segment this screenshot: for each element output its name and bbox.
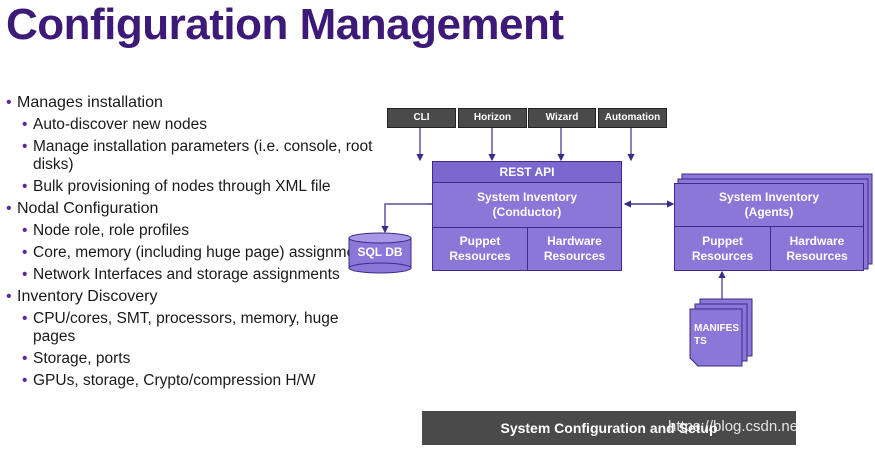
bullet-list: Manages installation Auto-discover new n…: [6, 90, 376, 390]
sub-bullet-item: Bulk provisioning of nodes through XML f…: [6, 178, 376, 196]
conductor-box: System Inventory (Conductor): [432, 182, 622, 228]
arrow-sqldb: [381, 203, 432, 234]
cli-button: CLI: [387, 108, 456, 128]
sub-bullet-item: Network Interfaces and storage assignmen…: [6, 266, 376, 284]
section-banner: System Configuration and Setup: [422, 411, 796, 445]
rest-api-box: REST API: [432, 161, 622, 183]
cli-label: CLI: [413, 112, 430, 123]
horizon-label: Horizon: [473, 112, 512, 123]
manifests-label: MANIFES TS: [694, 323, 739, 347]
sub-bullet-item: CPU/cores, SMT, processors, memory, huge…: [6, 310, 376, 346]
agents-puppet-box: Puppet Resources: [674, 226, 771, 271]
agents-box: System Inventory (Agents): [674, 183, 864, 227]
sub-bullet-item: GPUs, storage, Crypto/compression H/W: [6, 372, 376, 390]
sub-bullet-item: Manage installation parameters (i.e. con…: [6, 138, 376, 174]
sub-bullet-item: Storage, ports: [6, 350, 376, 368]
conductor-hardware-box: Hardware Resources: [527, 227, 622, 271]
conductor-puppet-label: Puppet Resources: [449, 234, 511, 263]
agents-hardware-label: Hardware Resources: [786, 233, 848, 263]
sql-db-cylinder: [348, 232, 412, 274]
sub-bullet-item: Core, memory (including huge page) assig…: [6, 244, 376, 262]
page-title: Configuration Management: [6, 0, 564, 49]
wizard-label: Wizard: [545, 112, 579, 123]
conductor-hardware-label: Hardware Resources: [543, 234, 606, 263]
automation-button: Automation: [598, 108, 667, 128]
conductor-label: System Inventory (Conductor): [476, 190, 578, 219]
wizard-button: Wizard: [528, 108, 596, 128]
bullet-item: Nodal Configuration: [6, 199, 376, 218]
bullet-item: Inventory Discovery: [6, 287, 376, 306]
banner-label: System Configuration and Setup: [500, 420, 718, 436]
agents-hardware-box: Hardware Resources: [770, 226, 864, 271]
watermark-text: https://blog.csdn.net/atp1992: [668, 418, 861, 435]
conductor-puppet-box: Puppet Resources: [432, 227, 528, 271]
sub-bullet-item: Auto-discover new nodes: [6, 116, 376, 134]
manifests-document-stack: [689, 298, 753, 367]
horizon-button: Horizon: [458, 108, 527, 128]
sql-db-label: SQL DB: [357, 245, 403, 259]
sub-bullet-item: Node role, role profiles: [6, 222, 376, 240]
rest-api-label: REST API: [499, 164, 555, 179]
agents-label: System Inventory (Agents): [718, 190, 820, 219]
bullet-item: Manages installation: [6, 93, 376, 112]
agents-puppet-label: Puppet Resources: [691, 233, 754, 263]
automation-label: Automation: [604, 112, 661, 123]
